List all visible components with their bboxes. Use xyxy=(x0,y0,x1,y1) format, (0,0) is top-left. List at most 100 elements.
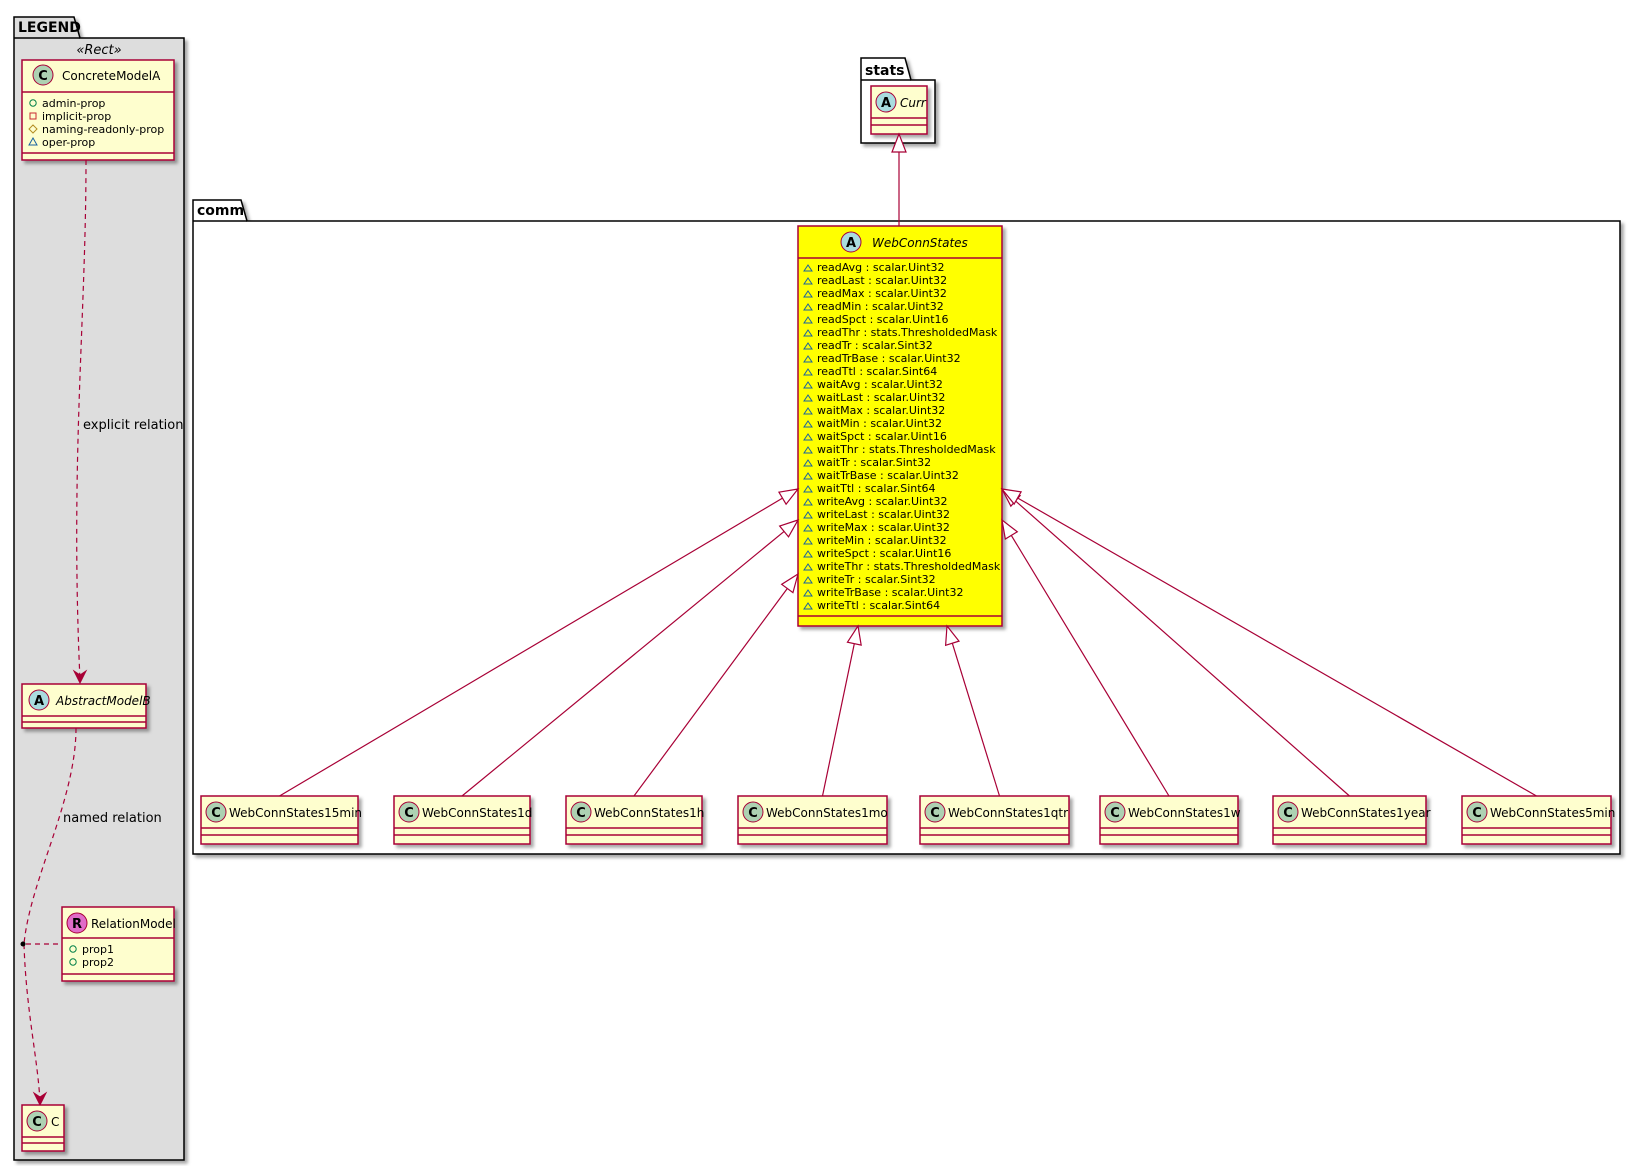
inheritance-arrow-icon xyxy=(1001,518,1019,540)
explicit-relation-edge: explicit relation xyxy=(72,159,183,685)
class-c-icon xyxy=(1277,801,1299,823)
package-visibility-icon xyxy=(803,355,813,363)
class-name: WebConnStates1d xyxy=(422,806,532,820)
class-name: WebConnStates1h xyxy=(594,806,704,820)
attribute-row: writeMin : scalar.Uint32 xyxy=(817,534,947,547)
legend-title: LEGEND xyxy=(18,20,81,36)
attribute-row: writeTrBase : scalar.Uint32 xyxy=(817,586,963,599)
package-visibility-icon xyxy=(803,394,813,402)
attribute-row: readMax : scalar.Uint32 xyxy=(817,287,947,300)
class-c-icon xyxy=(1104,801,1126,823)
association-point-icon xyxy=(20,941,26,947)
class-name: WebConnStates5min xyxy=(1490,806,1615,820)
generalization-line xyxy=(461,530,785,797)
named-relation-label: named relation xyxy=(63,811,162,826)
class-name: WebConnStates xyxy=(872,236,968,250)
explicit-relation-label: explicit relation xyxy=(83,418,183,433)
attr-implicit-prop: implicit-prop xyxy=(42,110,111,123)
class-webconnstates1mo[interactable]: C WebConnStates1mo xyxy=(737,795,888,845)
package-visibility-icon xyxy=(803,537,813,545)
class-badge-letter: A xyxy=(34,694,44,709)
class-badge-letter: C xyxy=(1110,806,1120,821)
attribute-row: waitTr : scalar.Sint32 xyxy=(817,456,931,469)
package-visibility-icon xyxy=(803,459,813,467)
class-webconnstates5min[interactable]: C WebConnStates5min xyxy=(1461,795,1615,845)
package-visibility-icon xyxy=(803,316,813,324)
package-visibility-icon xyxy=(803,420,813,428)
package-visibility-icon xyxy=(803,550,813,558)
attr-admin-prop: admin-prop xyxy=(42,97,105,110)
package-visibility-icon xyxy=(803,485,813,493)
class-c-icon xyxy=(205,801,227,823)
class-name: RelationModel xyxy=(91,917,176,931)
class-badge-letter: A xyxy=(846,236,856,251)
class-badge-letter: C xyxy=(930,806,940,821)
curr-generalization-edge xyxy=(891,132,907,226)
package-visibility-icon xyxy=(803,446,813,454)
attribute-row: readMin : scalar.Uint32 xyxy=(817,300,944,313)
inheritance-arrow-icon xyxy=(1000,488,1023,506)
generalization-line xyxy=(1017,497,1537,797)
attribute-row: writeLast : scalar.Uint32 xyxy=(817,508,950,521)
attribute-row: readTr : scalar.Sint32 xyxy=(817,339,933,352)
relation-r-icon xyxy=(66,912,88,934)
attribute-row: writeAvg : scalar.Uint32 xyxy=(817,495,947,508)
class-badge-letter: C xyxy=(748,806,758,821)
package-visibility-icon xyxy=(803,511,813,519)
package-visibility-icon xyxy=(803,498,813,506)
package-visibility-icon xyxy=(803,277,813,285)
class-name: ConcreteModelA xyxy=(62,69,161,83)
attr-prop1: prop1 xyxy=(82,943,114,956)
inheritance-arrow-icon xyxy=(777,488,800,506)
class-c[interactable]: C C xyxy=(21,1104,65,1152)
class-abstract-model-b[interactable]: A AbstractModelB xyxy=(21,683,151,729)
attribute-row: waitTrBase : scalar.Uint32 xyxy=(817,469,959,482)
package-visibility-icon xyxy=(803,264,813,272)
attribute-row: writeTtl : scalar.Sint64 xyxy=(817,599,940,612)
abstract-a-icon xyxy=(840,231,862,253)
comm-package-title: comm xyxy=(197,203,244,219)
class-name: WebConnStates1mo xyxy=(766,806,888,820)
class-c-icon xyxy=(924,801,946,823)
attribute-row: waitLast : scalar.Uint32 xyxy=(817,391,945,404)
attribute-row: writeMax : scalar.Uint32 xyxy=(817,521,950,534)
package-visibility-icon xyxy=(803,563,813,571)
generalization-edges xyxy=(279,487,1537,797)
class-badge-letter: C xyxy=(1283,806,1293,821)
package-visibility-icon xyxy=(803,433,813,441)
inheritance-arrow-icon xyxy=(778,518,800,538)
class-name: Curr xyxy=(900,96,927,110)
inheritance-arrow-icon xyxy=(944,624,961,647)
class-c-icon xyxy=(742,801,764,823)
attribute-row: waitSpct : scalar.Uint16 xyxy=(817,430,947,443)
class-webconnstates1h[interactable]: C WebConnStates1h xyxy=(565,795,704,845)
inheritance-arrow-icon xyxy=(846,624,862,646)
package-visibility-icon xyxy=(803,472,813,480)
class-badge-letter: R xyxy=(72,917,82,932)
attribute-row: waitMin : scalar.Uint32 xyxy=(817,417,942,430)
class-web-conn-states[interactable]: A WebConnStates readAvg : scalar.Uint32r… xyxy=(797,225,1003,627)
attribute-row: writeSpct : scalar.Uint16 xyxy=(817,547,951,560)
attribute-row: readTtl : scalar.Sint64 xyxy=(817,365,937,378)
class-concrete-model-a[interactable]: C ConcreteModelA admin-prop implicit-pro… xyxy=(21,59,175,161)
class-curr[interactable]: A Curr xyxy=(870,85,928,135)
attribute-row: readLast : scalar.Uint32 xyxy=(817,274,947,287)
package-visibility-icon xyxy=(803,576,813,584)
class-badge-letter: C xyxy=(1472,806,1482,821)
class-badge-letter: C xyxy=(576,806,586,821)
class-c-icon xyxy=(26,1110,48,1132)
package-visibility-icon xyxy=(803,381,813,389)
abstract-a-icon xyxy=(28,689,50,711)
attr-naming-readonly-prop: naming-readonly-prop xyxy=(42,123,164,136)
attribute-row: readTrBase : scalar.Uint32 xyxy=(817,352,961,365)
class-relation-model[interactable]: R RelationModel prop1 prop2 xyxy=(61,906,176,982)
legend-stereotype: «Rect» xyxy=(76,43,121,58)
